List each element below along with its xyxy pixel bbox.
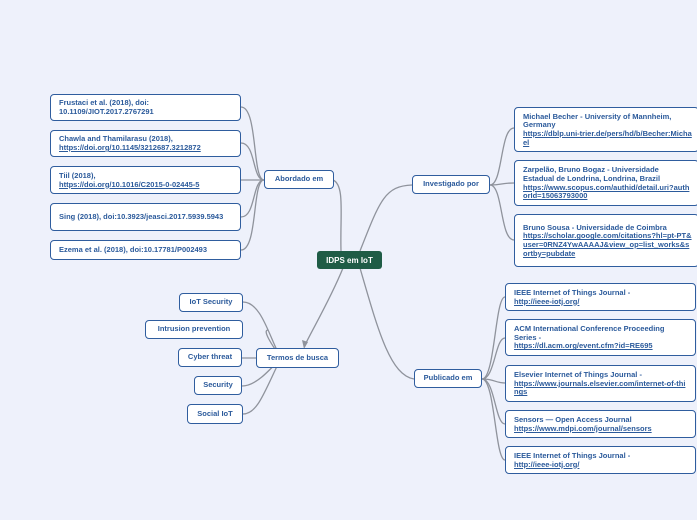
journal-ieee-iot-1[interactable]: IEEE Internet of Things Journal - http:/… [505,283,696,311]
central-topic[interactable]: IDPS em IoT [317,251,382,269]
keyword-social-iot[interactable]: Social IoT [187,404,243,424]
researcher-text: Bruno Sousa - Universidade de Coimbra [523,222,667,232]
reference-frustaci[interactable]: Frustaci et al. (2018), doi: 10.1109/JIO… [50,94,241,121]
reference-sing[interactable]: Sing (2018), doi:10.3923/jeasci.2017.593… [50,203,241,231]
journal-link[interactable]: http://ieee-iotj.org/ [514,296,580,306]
journal-text: ACM International Conference Proceeding … [514,324,665,342]
link-center-investigado [359,184,413,252]
journal-text: IEEE Internet of Things Journal - [514,450,631,460]
branch-investigado-por[interactable]: Investigado por [412,175,490,194]
journal-text: Sensors — Open Access Journal [514,414,632,424]
reference-link[interactable]: https://doi.org/10.1016/C2015-0-02445-5 [59,179,200,189]
researcher-becher[interactable]: Michael Becher - University of Mannheim,… [514,107,697,152]
researcher-link[interactable]: https://www.scopus.com/authid/detail.uri… [523,182,690,201]
journal-acm[interactable]: ACM International Conference Proceeding … [505,319,696,356]
reference-link[interactable]: https://doi.org/10.1145/3212687.3212872 [59,143,201,152]
researcher-text: Michael Becher - University of Mannheim,… [523,111,672,130]
keyword-security[interactable]: Security [194,376,242,395]
reference-ezema[interactable]: Ezema et al. (2018), doi:10.17781/P00249… [50,240,241,260]
reference-tiil[interactable]: Tiil (2018), https://doi.org/10.1016/C20… [50,166,241,194]
journal-link[interactable]: https://www.mdpi.com/journal/sensors [514,423,652,433]
journal-link[interactable]: https://dl.acm.org/event.cfm?id=RE695 [514,341,653,351]
branch-abordado-em[interactable]: Abordado em [264,170,334,189]
researcher-link[interactable]: https://dblp.uni-trier.de/pers/hd/b/Bech… [523,129,692,147]
researcher-sousa[interactable]: Bruno Sousa - Universidade de Coimbra ht… [514,214,697,267]
keyword-iot-security[interactable]: IoT Security [179,293,243,312]
reference-chawla[interactable]: Chawla and Thamilarasu (2018), https://d… [50,130,241,157]
link-center-abordado [332,179,342,252]
keyword-cyber-threat[interactable]: Cyber threat [178,348,242,367]
branch-publicado-em[interactable]: Publicado em [414,369,482,388]
link-center-termos [303,267,344,348]
reference-text: Ezema et al. (2018), doi:10.17781/P00249… [59,244,208,254]
researcher-zarpelao[interactable]: Zarpelão, Bruno Bogaz - Universidade Est… [514,160,697,206]
journal-text: IEEE Internet of Things Journal - [514,287,631,297]
reference-text: Sing (2018), doi:10.3923/jeasci.2017.593… [59,212,224,222]
researcher-text: Zarpelão, Bruno Bogaz - Universidade Est… [523,165,661,183]
researcher-link[interactable]: https://scholar.google.com/citations?hl=… [523,231,692,258]
branch-termos-de-busca[interactable]: Termos de busca [256,348,339,368]
journal-sensors[interactable]: Sensors — Open Access Journal https://ww… [505,410,696,438]
journal-elsevier[interactable]: Elsevier Internet of Things Journal - ht… [505,365,696,402]
journal-link[interactable]: http://ieee-iotj.org/ [514,459,580,469]
reference-text: Frustaci et al. (2018), doi: 10.1109/JIO… [59,98,154,116]
journal-link[interactable]: https://www.journals.elsevier.com/intern… [514,378,686,397]
link-center-publicado [359,267,415,380]
reference-text: Tiil (2018), [59,170,96,180]
keyword-intrusion-prevention[interactable]: Intrusion prevention [145,320,243,339]
arrowhead-icon [302,340,308,349]
journal-ieee-iot-2[interactable]: IEEE Internet of Things Journal - http:/… [505,446,696,474]
reference-text: Chawla and Thamilarasu (2018), [59,134,173,144]
journal-text: Elsevier Internet of Things Journal - [514,370,642,380]
